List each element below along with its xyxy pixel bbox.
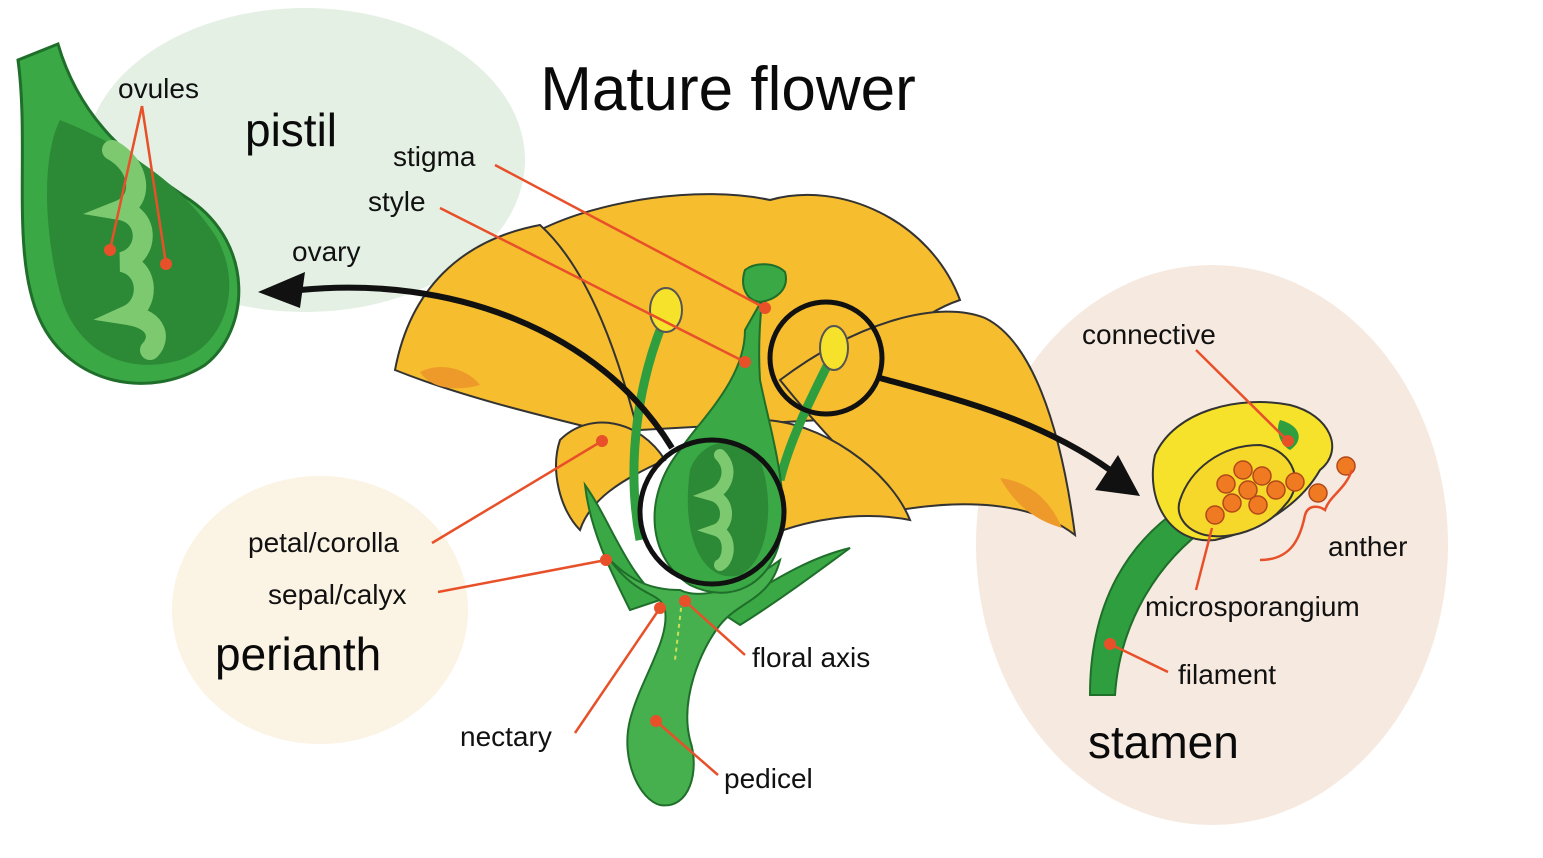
label-ovules: ovules (118, 73, 199, 104)
label-ovary: ovary (292, 236, 360, 267)
region-label-pistil: pistil (245, 104, 337, 156)
region-label-perianth: perianth (215, 628, 381, 680)
pollen-grains (1205, 456, 1356, 525)
label-stigma: stigma (393, 141, 476, 172)
perianth-region-bg (172, 476, 468, 744)
label-nectary: nectary (460, 721, 552, 752)
leader-lines (104, 105, 1294, 776)
pistil-detail (16, 41, 241, 385)
anther-brace (1259, 469, 1354, 562)
region-label-stamen: stamen (1088, 716, 1239, 768)
label-filament: filament (1178, 659, 1276, 690)
ovary-highlight-circle (637, 437, 787, 587)
label-petal-corolla: petal/corolla (248, 527, 399, 558)
label-pedicel: pedicel (724, 763, 813, 794)
diagram-title: Mature flower (540, 55, 916, 124)
label-style: style (368, 186, 426, 217)
arrow-to-pistil (299, 284, 675, 450)
arrow-to-pistil-head (258, 272, 305, 308)
label-microsporangium: microsporangium (1145, 591, 1360, 622)
label-floral-axis: floral axis (752, 642, 870, 673)
arrow-to-stamen-head (1095, 455, 1140, 496)
label-connective: connective (1082, 319, 1216, 350)
label-anther: anther (1328, 531, 1407, 562)
label-sepal-calyx: sepal/calyx (268, 579, 407, 610)
anther-highlight-circle (767, 299, 885, 417)
arrow-to-stamen (879, 375, 1112, 473)
flower-body (393, 193, 1077, 807)
